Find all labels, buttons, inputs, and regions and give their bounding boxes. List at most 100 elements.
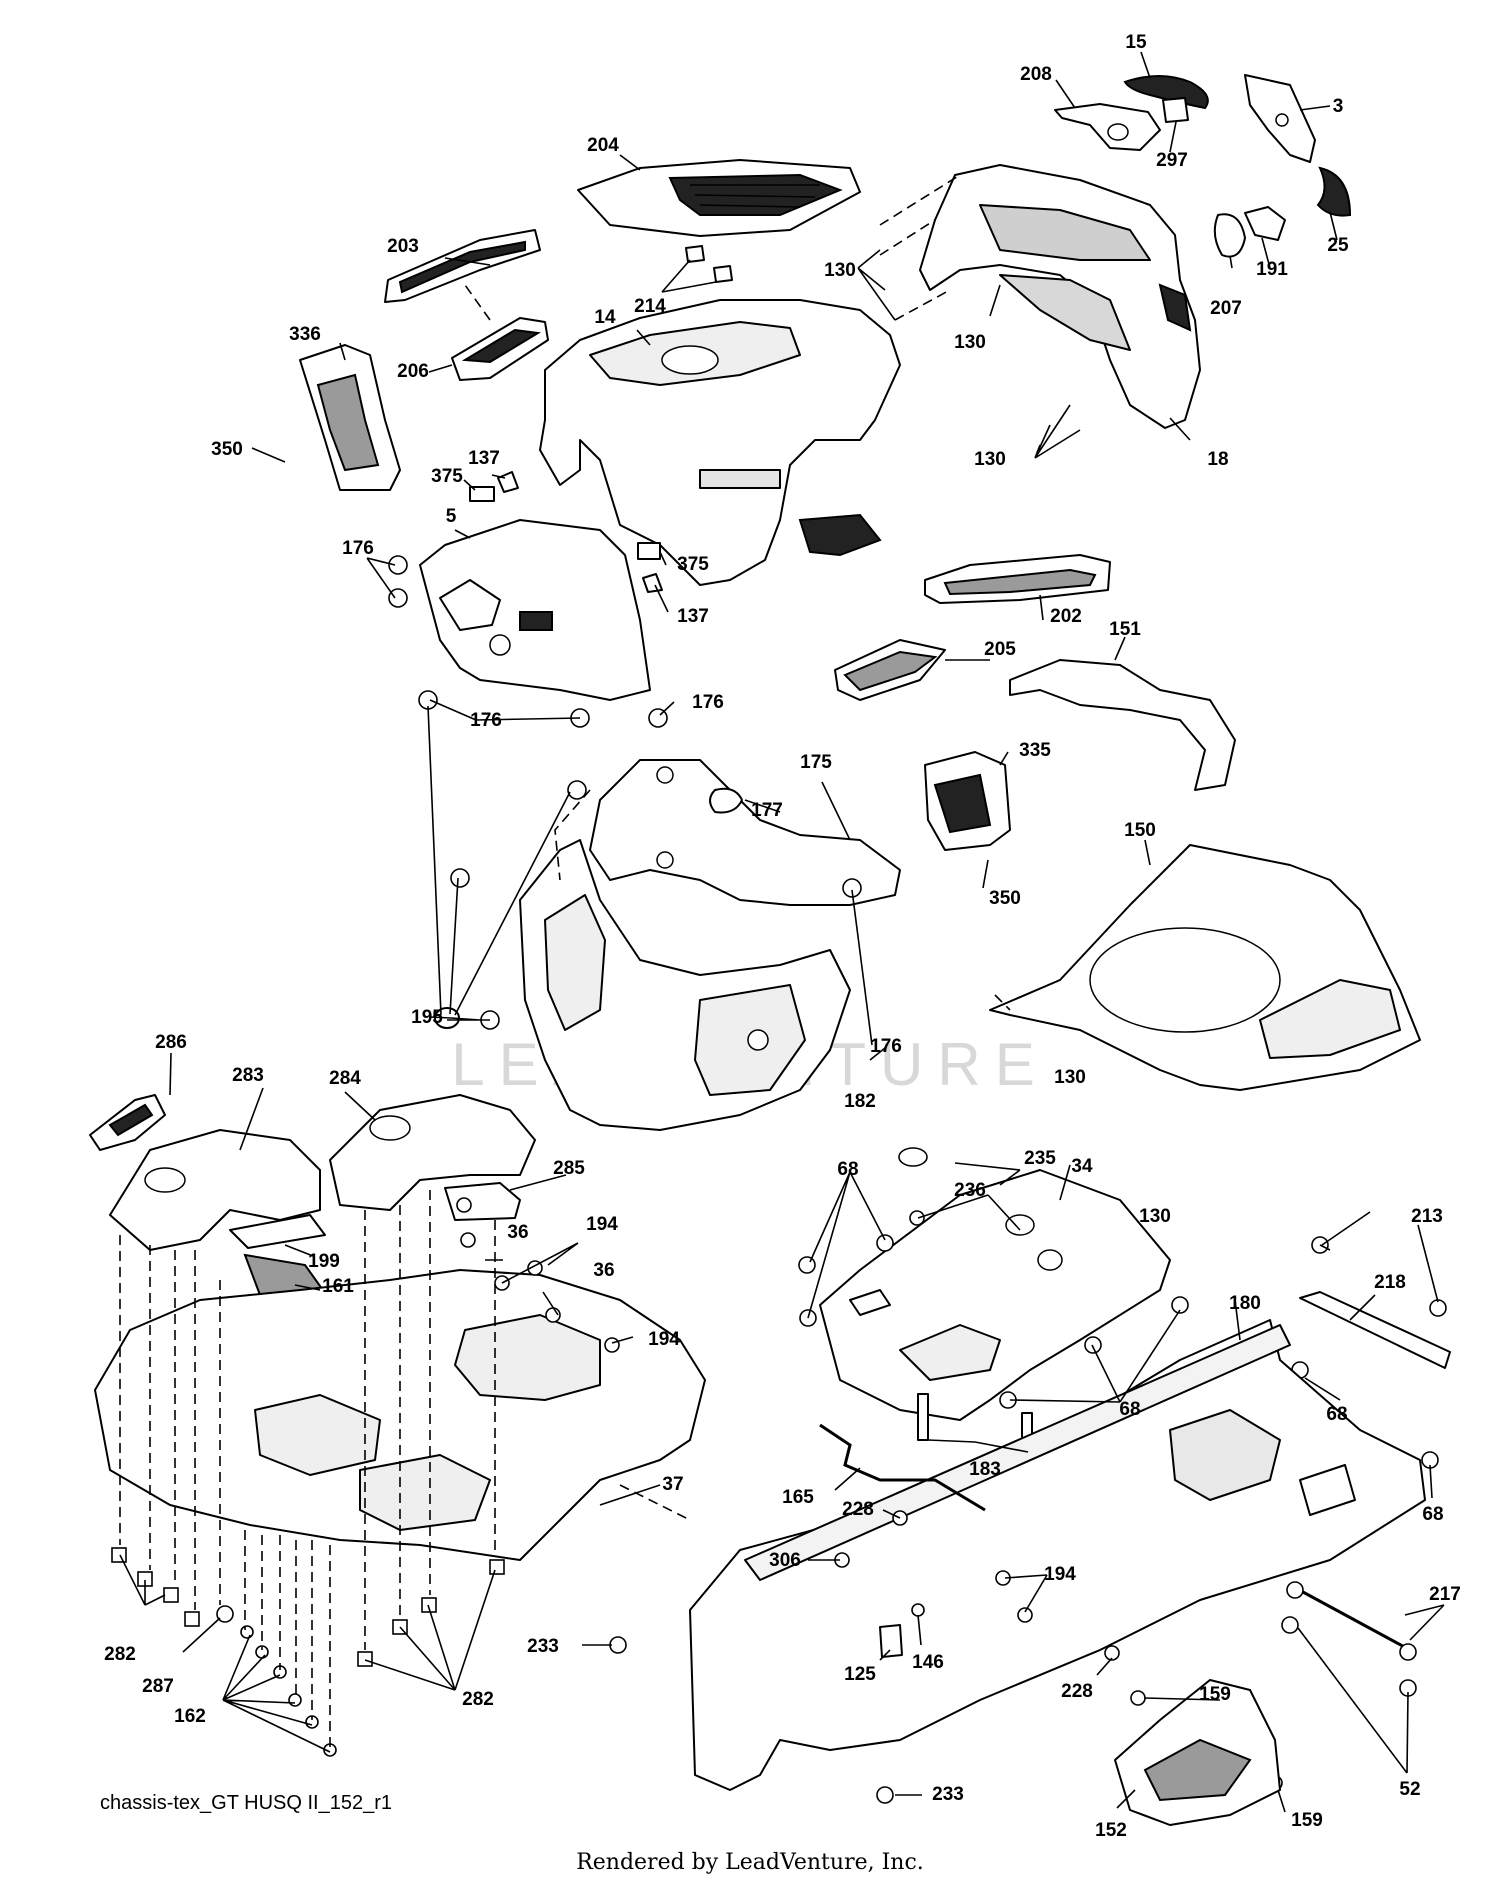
part-191-bracket (1244, 206, 1286, 241)
part-213-bolt-2 (1429, 1299, 1447, 1317)
callout-150: 150 (1124, 820, 1156, 841)
callout-214: 214 (634, 296, 666, 317)
part-175-support (589, 759, 901, 906)
part-182-left-window (544, 894, 606, 1031)
part-14-vent-slot (699, 469, 781, 489)
callout-176a: 176 (342, 538, 374, 559)
part-375-a (469, 486, 495, 502)
part-282-clip-8 (489, 1559, 505, 1575)
callout-233b: 233 (932, 1784, 964, 1805)
callout-375b: 375 (677, 554, 709, 575)
part-214-clip-b (713, 265, 733, 283)
callout-297: 297 (1156, 150, 1188, 171)
part-282-clip-4 (184, 1611, 200, 1627)
callout-350a: 350 (211, 439, 243, 460)
callout-130a: 130 (824, 260, 856, 281)
part-205-stripes (843, 650, 938, 692)
callout-3: 3 (1333, 96, 1344, 117)
part-335-grille (933, 773, 992, 834)
part-233-bolt-1 (609, 1636, 627, 1654)
part-165-rod (819, 1423, 986, 1512)
part-180-tow-bracket (1299, 1464, 1356, 1516)
callout-130e: 130 (1139, 1206, 1171, 1227)
part-175-hole-b (656, 851, 674, 869)
part-36-bolt-1 (456, 1197, 472, 1213)
callout-199: 199 (308, 1251, 340, 1272)
part-15-lens (1123, 75, 1209, 110)
part-194-nut-4 (1017, 1607, 1033, 1623)
part-5-display (519, 611, 553, 631)
part-336-grille (316, 373, 380, 472)
callout-287: 287 (142, 1676, 174, 1697)
callout-336: 336 (289, 324, 321, 345)
part-14-cap-hole (661, 345, 719, 375)
callout-213: 213 (1411, 1206, 1443, 1227)
part-218-bar (1299, 1291, 1451, 1369)
callout-68c: 68 (1326, 1404, 1347, 1425)
part-177-knob (709, 787, 743, 814)
callout-152: 152 (1095, 1820, 1127, 1841)
part-150-opening (1089, 927, 1281, 1033)
part-207-socket (1213, 213, 1246, 258)
callout-36b: 36 (593, 1260, 614, 1281)
callout-161: 161 (322, 1276, 354, 1297)
part-203-slots (398, 240, 526, 294)
part-286-grip (108, 1103, 154, 1137)
callout-159b: 159 (1291, 1810, 1323, 1831)
callout-194c: 194 (1044, 1564, 1076, 1585)
part-282-clip-3 (163, 1587, 179, 1603)
part-36-bolt-2 (460, 1232, 476, 1248)
diagram-caption: chassis-tex_GT HUSQ II_152_r1 (100, 1792, 392, 1814)
callout-183: 183 (969, 1459, 1001, 1480)
part-180-rail (744, 1324, 1291, 1581)
callout-228a: 228 (842, 1499, 874, 1520)
part-194-nut-2 (604, 1337, 620, 1353)
part-204-vent-lines (690, 184, 820, 208)
callout-205: 205 (984, 639, 1016, 660)
part-34-cutout (899, 1324, 1001, 1381)
callout-180: 180 (1229, 1293, 1261, 1314)
part-283-fender-cover (109, 1129, 321, 1251)
part-151-bracket (1009, 659, 1236, 791)
callout-176e: 176 (870, 1036, 902, 1057)
callout-14: 14 (594, 307, 616, 328)
part-217-rod (1289, 1583, 1411, 1652)
callout-176c: 176 (470, 710, 502, 731)
part-208-hole (1107, 123, 1129, 141)
callout-195: 195 (411, 1007, 443, 1028)
callout-37: 37 (662, 1474, 683, 1495)
part-18-mesh-lower (999, 274, 1131, 351)
part-206-slots (461, 328, 541, 364)
callout-159a: 159 (1199, 1684, 1231, 1705)
part-284-cup (369, 1115, 411, 1141)
callout-228b: 228 (1061, 1681, 1093, 1702)
callout-306: 306 (769, 1550, 801, 1571)
callout-137b: 137 (677, 606, 709, 627)
part-137-b (642, 573, 663, 593)
assembly-lines-upper (464, 174, 1011, 1521)
callout-233a: 233 (527, 1636, 559, 1657)
part-282-clip-7 (421, 1597, 437, 1613)
part-34-hole-a (1005, 1214, 1035, 1236)
part-176-grommet-2 (388, 588, 408, 608)
fender-assembly-lines (119, 1190, 496, 1748)
leader-lines (119, 51, 1445, 1813)
callout-350b: 350 (989, 888, 1021, 909)
part-18-headlight (1158, 283, 1192, 332)
callout-282a: 282 (104, 1644, 136, 1665)
part-199-bracket (229, 1214, 326, 1249)
callout-labels: 15 208 3 297 25 191 207 204 203 214 14 1… (104, 32, 1461, 1841)
part-208-insert (1054, 103, 1161, 151)
part-52-nut-1 (1286, 1581, 1304, 1599)
callout-151: 151 (1109, 619, 1141, 640)
callout-283: 283 (232, 1065, 264, 1086)
part-202-mesh (943, 568, 1097, 596)
callout-284: 284 (329, 1068, 361, 1089)
part-282-clip-5 (357, 1651, 373, 1667)
callout-130b: 130 (954, 332, 986, 353)
callout-25: 25 (1327, 235, 1349, 256)
callout-18: 18 (1207, 449, 1228, 470)
part-183-bolt-a (917, 1393, 929, 1441)
part-176-grommet-6 (567, 780, 587, 800)
part-14-lower-vent (798, 513, 882, 557)
